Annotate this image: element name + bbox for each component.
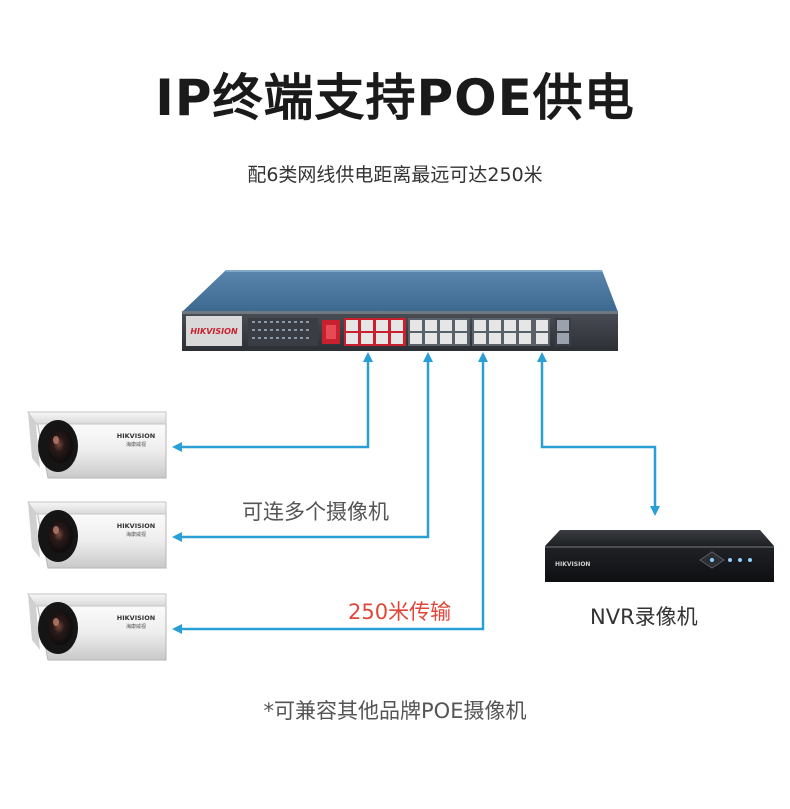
arrowhead-switch-camera-2: [423, 352, 433, 362]
camera-sub-brand: 海康威视: [126, 623, 146, 630]
switch-ethernet-ports-middle: [408, 318, 470, 346]
camera-sunshade: [27, 501, 167, 515]
switch-top-panel: [182, 270, 618, 312]
camera-brand-logo: HIKVISION: [117, 432, 155, 440]
camera-sunshade: [27, 411, 167, 425]
nvr-label: NVR录像机: [590, 605, 698, 629]
camera-lens: [47, 611, 73, 645]
camera-brand-logo: HIKVISION: [117, 614, 155, 622]
nvr-indicator-lights: [699, 551, 752, 569]
camera-sunshade: [27, 593, 167, 607]
nvr-recorder: HIKVISION: [545, 530, 774, 582]
camera-lens: [47, 519, 73, 553]
switch-uplink-ports: [534, 318, 550, 346]
nvr-top-panel: [545, 530, 774, 546]
camera-lens: [47, 429, 73, 463]
switch-brand-logo: HIKVISION: [190, 327, 238, 336]
connection-line-camera-2: [180, 360, 430, 539]
arrowhead-switch-camera-3: [478, 352, 488, 362]
arrowhead-camera-1: [172, 442, 182, 452]
switch-status-leds: [248, 318, 318, 346]
page-title: IP终端支持POE供电: [155, 69, 635, 127]
arrowhead-switch-camera-1: [363, 352, 373, 362]
bullet-camera-1: HIKVISION 海康威视: [27, 411, 167, 479]
nvr-brand-logo: HIKVISION: [555, 561, 590, 568]
compatibility-footnote: *可兼容其他品牌POE摄像机: [263, 699, 527, 723]
camera-sub-brand: 海康威视: [126, 441, 146, 448]
switch-ethernet-ports-right: [472, 318, 534, 346]
switch-ethernet-ports-left: [344, 318, 406, 346]
connection-line-nvr: [540, 360, 657, 508]
connection-lines: [172, 352, 660, 634]
multi-camera-label: 可连多个摄像机: [242, 500, 389, 524]
camera-brand-logo: HIKVISION: [117, 522, 155, 530]
arrowhead-switch-nvr: [537, 352, 547, 362]
arrowhead-camera-3: [172, 624, 182, 634]
camera-sub-brand: 海康威视: [126, 531, 146, 538]
arrowhead-nvr: [650, 506, 660, 516]
connection-line-camera-3: [180, 360, 485, 631]
poe-switch: HIKVISION: [182, 270, 618, 351]
arrowhead-camera-2: [172, 532, 182, 542]
switch-sfp-ports: [555, 318, 571, 346]
bullet-camera-2: HIKVISION 海康威视: [27, 501, 167, 569]
switch-brand-plate: [186, 316, 242, 346]
bullet-camera-3: HIKVISION 海康威视: [27, 593, 167, 661]
distance-label: 250米传输: [348, 600, 452, 624]
connection-line-camera-1: [180, 360, 370, 449]
nvr-front-panel: [545, 546, 774, 582]
page-subtitle: 配6类网线供电距离最远可达250米: [247, 164, 543, 186]
